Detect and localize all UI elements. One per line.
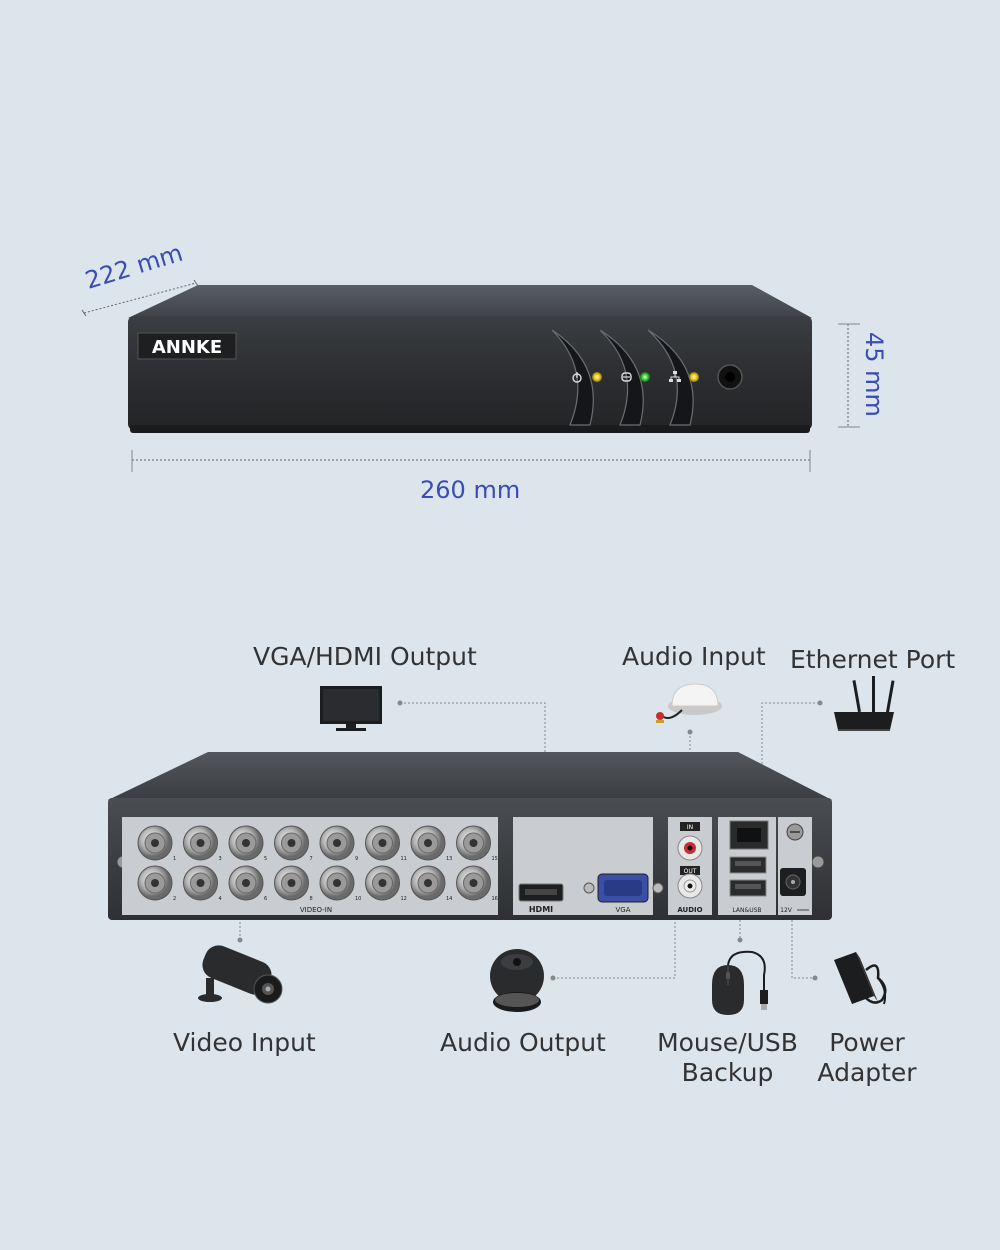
power-icon xyxy=(572,372,582,383)
channel-number: 11 xyxy=(401,856,407,862)
audio-label: AUDIO xyxy=(677,906,702,914)
dvr-top-face xyxy=(128,285,812,318)
bnc-connector-11: 11 xyxy=(365,825,407,862)
depth-dimension-line xyxy=(83,282,197,314)
bnc-connector-15: 15 xyxy=(456,825,498,862)
bnc-connector-8: 8 xyxy=(274,865,313,902)
dvr-front-view: ANNKE xyxy=(81,279,860,472)
channel-number: 4 xyxy=(219,896,222,902)
brand-logo: ANNKE xyxy=(152,337,222,358)
bnc-connector-6: 6 xyxy=(228,865,267,902)
bnc-connector-14: 14 xyxy=(410,865,452,902)
power-adapter-icon xyxy=(834,952,887,1005)
lan-usb-label: LAN&USB xyxy=(732,907,761,914)
bnc-connector-7: 7 xyxy=(274,825,313,862)
hdmi-label: HDMI xyxy=(529,905,553,914)
channel-number: 5 xyxy=(264,856,267,862)
label-power-line1: Power xyxy=(829,1028,905,1057)
label-audio-output: Audio Output xyxy=(440,1028,606,1057)
hdd-icon xyxy=(621,372,632,382)
label-mouse-usb-backup: Mouse/USB Backup xyxy=(655,1028,800,1088)
monitor-icon xyxy=(320,686,382,731)
bnc-connector-10: 10 xyxy=(319,865,361,902)
channel-number: 12 xyxy=(401,896,407,902)
channel-number: 10 xyxy=(355,896,361,902)
channel-number: 14 xyxy=(446,896,452,902)
label-audio-input: Audio Input xyxy=(622,642,766,671)
bnc-connector-3: 3 xyxy=(183,825,222,862)
channel-number: 6 xyxy=(264,896,267,902)
router-icon xyxy=(834,676,895,731)
network-led xyxy=(689,372,699,382)
channel-number: 15 xyxy=(492,856,498,862)
speaker-icon xyxy=(490,949,544,1012)
label-mouse-usb-line2: Backup xyxy=(681,1058,774,1087)
bnc-connector-1: 1 xyxy=(137,825,176,862)
power-label: 12V xyxy=(780,907,793,914)
svg-text:OUT: OUT xyxy=(684,868,697,875)
label-vga-hdmi-output: VGA/HDMI Output xyxy=(253,642,477,671)
camera-icon xyxy=(198,945,283,1004)
bnc-connector-4: 4 xyxy=(183,865,222,902)
microphone-icon xyxy=(656,683,722,723)
bnc-connector-16: 16 xyxy=(456,865,498,902)
power-led xyxy=(592,372,602,382)
channel-number: 8 xyxy=(310,896,313,902)
hdd-led xyxy=(640,372,650,382)
label-ethernet-port: Ethernet Port xyxy=(790,645,956,674)
bnc-connector-2: 2 xyxy=(137,865,176,902)
label-power-adapter: Power Adapter xyxy=(812,1028,922,1088)
label-power-line2: Adapter xyxy=(817,1058,917,1087)
channel-number: 3 xyxy=(219,856,222,862)
network-icon xyxy=(669,371,681,382)
bnc-connector-13: 13 xyxy=(410,825,452,862)
channel-number: 16 xyxy=(492,896,498,902)
bnc-connector-9: 9 xyxy=(319,825,358,862)
label-video-input: Video Input xyxy=(173,1028,316,1057)
dvr-rear-top xyxy=(108,752,832,800)
width-label: 260 mm xyxy=(420,476,521,504)
vga-label: VGA xyxy=(615,906,630,914)
svg-text:IN: IN xyxy=(687,824,693,831)
channel-number: 7 xyxy=(310,856,313,862)
channel-number: 9 xyxy=(355,856,358,862)
height-label: 45 mm xyxy=(860,332,888,417)
label-mouse-usb-line1: Mouse/USB xyxy=(657,1028,798,1057)
video-in-label: VIDEO-IN xyxy=(300,906,332,914)
brand-plate xyxy=(137,332,237,360)
bnc-connector-12: 12 xyxy=(365,865,407,902)
bnc-connector-5: 5 xyxy=(228,825,267,862)
channel-number: 13 xyxy=(446,856,452,862)
mouse-icon xyxy=(712,950,768,1015)
channel-number: 2 xyxy=(173,896,176,902)
channel-number: 1 xyxy=(173,856,176,862)
